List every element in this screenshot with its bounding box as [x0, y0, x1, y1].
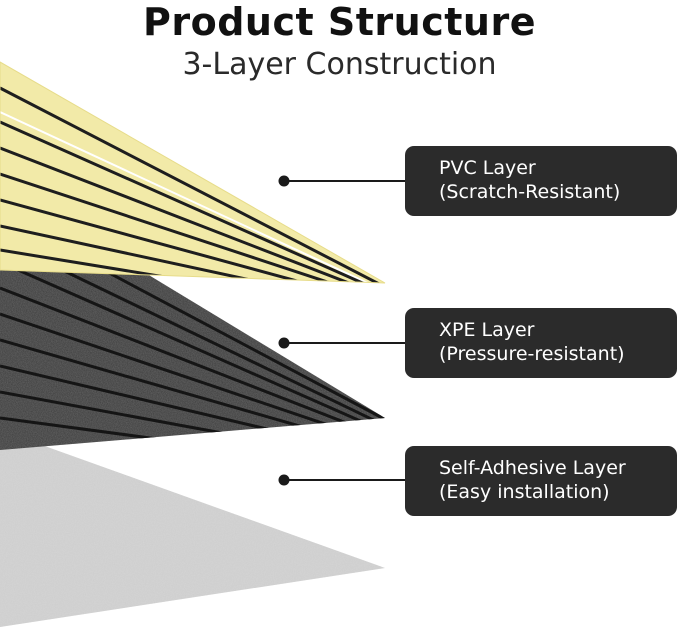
- pvc-stripes: [0, 86, 385, 283]
- pvc-layer-name: PVC Layer: [439, 157, 536, 179]
- pointer-pvc: [278, 175, 405, 187]
- adhesive-layer-name: Self-Adhesive Layer: [439, 457, 626, 479]
- pointer-adhesive: [278, 474, 405, 486]
- pointer-xpe: [278, 337, 405, 349]
- adhesive-layer-label: Self-Adhesive Layer (Easy installation): [405, 446, 677, 516]
- xpe-layer-label: XPE Layer (Pressure-resistant): [405, 308, 677, 378]
- adhesive-layer-surface: [0, 430, 385, 627]
- adhesive-layer: [0, 430, 385, 627]
- adhesive-layer-property: (Easy installation): [439, 481, 610, 503]
- page-title: Product Structure: [143, 0, 536, 44]
- page-subtitle: 3-Layer Construction: [182, 47, 497, 82]
- pvc-layer-property: (Scratch-Resistant): [439, 181, 621, 203]
- xpe-layer-name: XPE Layer: [439, 319, 535, 341]
- pvc-layer: [0, 61, 386, 284]
- xpe-layer-property: (Pressure-resistant): [439, 343, 625, 365]
- pvc-layer-label: PVC Layer (Scratch-Resistant): [405, 146, 677, 216]
